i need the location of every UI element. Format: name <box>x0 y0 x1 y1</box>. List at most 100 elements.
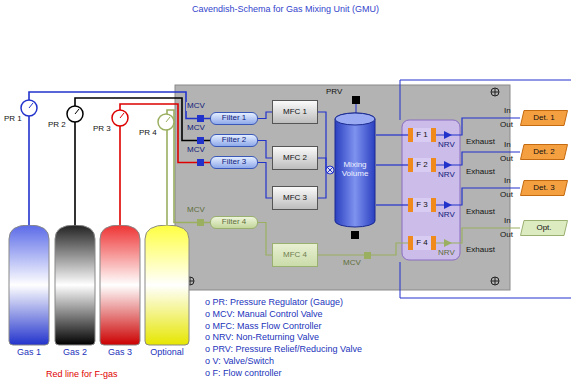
node-text: Opt. <box>536 224 551 233</box>
unit-panel <box>175 85 510 290</box>
detector-box: Opt. <box>520 220 568 236</box>
valve-label: NRV <box>438 211 455 220</box>
node-text: Optional <box>150 348 184 358</box>
pipe-connector <box>75 98 210 225</box>
cylinder-shape <box>8 225 50 359</box>
legend-line: o F: Flow controller <box>205 369 282 379</box>
pipe-connector <box>436 188 520 205</box>
node-text: MFC 2 <box>283 154 307 163</box>
pipe-connector <box>258 141 272 159</box>
pipe-connector <box>318 243 408 255</box>
filter-box: Filter 3 <box>210 156 258 169</box>
node-text: F 4 <box>416 239 428 248</box>
node-text: Filter 3 <box>222 158 246 167</box>
valve-label: NRV <box>438 141 455 150</box>
pipe-connector <box>376 134 408 135</box>
legend-line: o MCV: Manual Control Valve <box>205 310 323 320</box>
node-text: MFC 3 <box>283 194 307 203</box>
gas-cylinder: Optional <box>144 225 190 359</box>
gauge-label: PR 4 <box>139 129 157 138</box>
legend-line: o NRV: Non-Returning Valve <box>205 333 319 343</box>
legend-line: o PRV: Pressure Relief/Reducing Valve <box>205 345 362 355</box>
mfc-box: MFC 3 <box>272 186 318 210</box>
pipe-connector <box>436 118 520 135</box>
port-label: Exhaust <box>466 168 495 177</box>
flow-block <box>402 120 460 260</box>
node-text: Filter 4 <box>222 218 246 227</box>
pipe-connector <box>258 163 272 199</box>
port-label: Out <box>500 121 513 130</box>
node-text: Det. 2 <box>533 148 554 157</box>
gauge-label: PR 1 <box>4 115 22 124</box>
gauge-label: PR 3 <box>93 125 111 134</box>
gas-cylinder: Gas 1 <box>8 225 50 359</box>
port-label: Out <box>500 191 513 200</box>
node-text: Gas 2 <box>63 348 87 358</box>
drain-valve <box>351 231 359 239</box>
filter-box: Filter 4 <box>210 216 258 229</box>
filter-box: Filter 2 <box>210 134 258 147</box>
node-text: F 2 <box>416 161 428 170</box>
valve-label: MCV <box>186 206 206 215</box>
detector-box: Det. 3 <box>520 180 568 196</box>
port-label: In <box>504 217 511 226</box>
node-text: Gas 1 <box>17 348 41 358</box>
filter-box: Filter 1 <box>210 112 258 125</box>
mfc-box: MFC 2 <box>272 146 318 170</box>
valve-switch <box>326 166 334 174</box>
pipe-connector <box>120 104 210 225</box>
port-label: Exhaust <box>466 138 495 147</box>
gauge-label: PR 2 <box>48 121 66 130</box>
valve-label: MCV <box>343 259 361 268</box>
port-label: Out <box>500 231 513 240</box>
node-text: Det. 3 <box>533 184 554 193</box>
mfc-box: MFC 1 <box>272 100 318 124</box>
flow-controller: F 3 <box>408 198 436 212</box>
pipe-connector <box>167 110 210 225</box>
port-label: Exhaust <box>466 208 495 217</box>
flow-controller: F 4 <box>408 236 436 250</box>
port-label: Out <box>500 155 513 164</box>
pipe-connector <box>376 204 408 205</box>
port-label: In <box>504 177 511 186</box>
detector-box: Det. 1 <box>520 110 568 126</box>
node-text: MFC 4 <box>283 251 307 260</box>
mixing-volume: Mixing Volume <box>334 112 376 228</box>
gas-cylinder: Gas 2 <box>54 225 96 359</box>
pipe-connector <box>376 164 408 165</box>
flow-controller: F 2 <box>408 158 436 172</box>
node-text: Det. 1 <box>533 114 554 123</box>
node-text: Gas 3 <box>108 348 132 358</box>
port-label: In <box>504 107 511 116</box>
flow-controller: F 1 <box>408 128 436 142</box>
relief-valve <box>352 96 360 104</box>
node-text: F 3 <box>416 201 428 210</box>
gas-cylinder: Gas 3 <box>99 225 141 359</box>
legend-line: o V: Valve/Switch <box>205 357 274 367</box>
cylinder-shape <box>54 225 96 359</box>
return-wire <box>400 262 571 298</box>
detector-box: Det. 2 <box>520 144 568 160</box>
pipe-connector <box>436 152 520 165</box>
diagram-title: Cavendish-Schema for Gas Mixing Unit (GM… <box>0 5 571 15</box>
pipe-connector <box>258 223 272 256</box>
node-text: Filter 2 <box>222 136 246 145</box>
legend-line: o MFC: Mass Flow Controller <box>205 322 322 332</box>
pipe-connector <box>29 92 210 225</box>
valve-label: NRV <box>438 171 455 180</box>
port-label: Exhaust <box>466 246 495 255</box>
port-label: In <box>504 141 511 150</box>
legend-line: o PR: Pressure Regulator (Gauge) <box>205 298 343 308</box>
note-text: Red line for F-gas <box>46 370 118 380</box>
pipe-connector <box>258 112 272 119</box>
prv-wire <box>356 104 357 114</box>
pipe-connector <box>318 112 334 170</box>
cylinder-shape <box>144 225 190 359</box>
node-text: Filter 1 <box>222 114 246 123</box>
panel-screw <box>186 88 499 285</box>
valve-label: MCV <box>186 146 206 155</box>
mfc-box: MFC 4 <box>272 243 318 267</box>
node-text: F 1 <box>416 131 428 140</box>
cylinder-shape <box>99 225 141 359</box>
valve-label: PRV <box>326 88 342 97</box>
